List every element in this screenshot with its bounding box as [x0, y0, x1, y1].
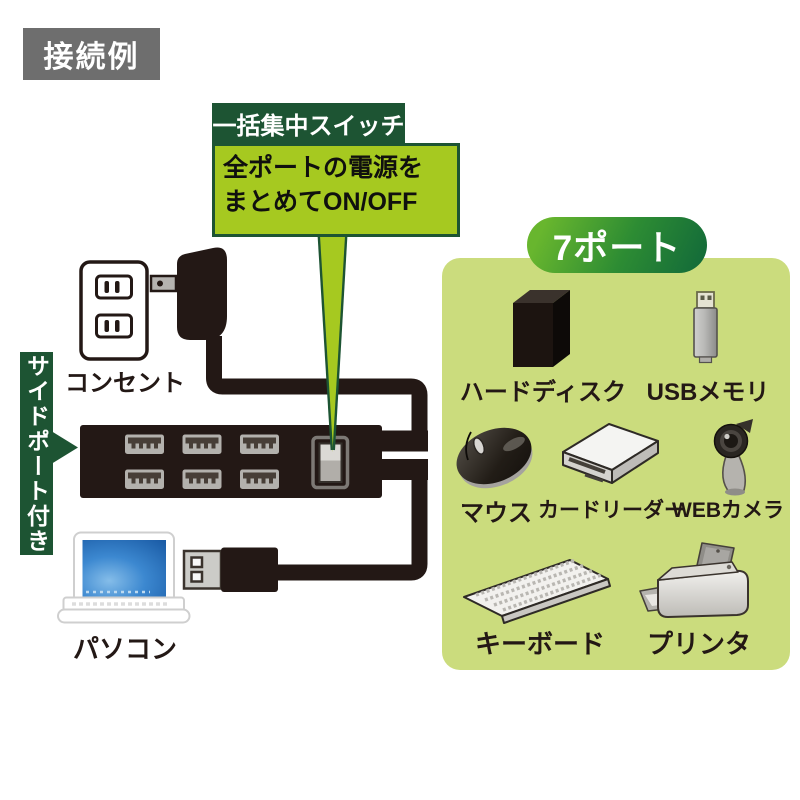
- pc-label: パソコン: [72, 634, 177, 664]
- callout-body-line2: まとめてON/OFF: [223, 188, 418, 216]
- web-camera-label: WEBカメラ: [672, 499, 784, 522]
- usb-cable: [272, 459, 428, 581]
- title-box: 接続例: [23, 28, 160, 80]
- laptop-illustration: [57, 531, 191, 624]
- printer-label: プリンタ: [646, 629, 751, 659]
- callout-header: 一括集中スイッチ: [212, 103, 405, 143]
- side-banner-label: サイドポート付き: [23, 353, 50, 554]
- web-camera-icon: [713, 419, 753, 496]
- hub-power-switch: [311, 435, 350, 490]
- usb-memory-icon: [693, 291, 718, 364]
- hard-disk-icon: [513, 290, 570, 367]
- card-reader-icon: [562, 423, 659, 484]
- ports-badge: 7ポート: [527, 217, 707, 273]
- printer-icon: [639, 542, 749, 618]
- callout-body-line1: 全ポートの電源を: [223, 154, 424, 182]
- mouse-icon: [456, 427, 533, 489]
- mouse-label: マウス: [460, 500, 532, 527]
- callout-header-label: 一括集中スイッチ: [212, 112, 405, 140]
- outlet-label: コンセント: [65, 370, 185, 397]
- callout-body: 全ポートの電源を まとめてON/OFF: [212, 143, 460, 237]
- power-cable: [206, 336, 428, 452]
- usb-hub-illustration: [80, 425, 382, 498]
- hub-usb-ports: [125, 434, 279, 489]
- ports-badge-label: 7ポート: [552, 228, 682, 268]
- keyboard-icon: [463, 558, 611, 624]
- keyboard-label: キーボード: [474, 629, 605, 659]
- side-banner-arrow: [52, 431, 78, 464]
- outlet-illustration: [79, 260, 149, 361]
- title-label: 接続例: [43, 41, 140, 74]
- side-banner: サイドポート付き: [20, 352, 53, 555]
- usb-plug-illustration: [182, 547, 278, 592]
- ac-adapter-illustration: [149, 247, 227, 340]
- card-reader-label: カードリーダー: [538, 499, 685, 522]
- usb-memory-label: USBメモリ: [646, 379, 770, 406]
- callout-pointer: [317, 230, 348, 452]
- hard-disk-label: ハードディスク: [459, 379, 627, 406]
